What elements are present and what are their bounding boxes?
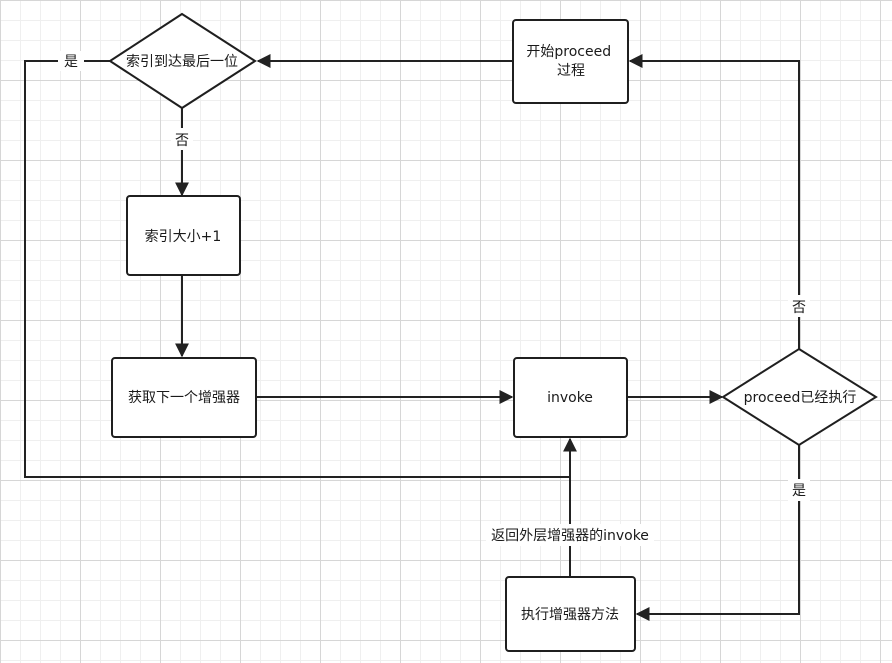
edge-label-return-outer: 返回外层增强器的invoke (486, 524, 654, 546)
node-run-enhancer-label: 执行增强器方法 (521, 607, 619, 623)
edge-label-last-yes-text: 是 (64, 54, 78, 70)
node-increment-label: 索引大小+1 (145, 228, 222, 245)
edge-label-last-no: 否 (171, 128, 193, 150)
edge-check-last-yes-loop (24, 60, 570, 478)
edge-executed-yes-to-run (635, 445, 800, 621)
edge-label-executed-yes-text: 是 (792, 483, 806, 499)
node-start-line-1: 开始proceed (526, 44, 611, 60)
node-check-last-label: 索引到达最后一位 (126, 53, 238, 70)
node-increment: 索引大小+1 (126, 195, 241, 276)
node-start: 开始proceed 过程 (512, 19, 629, 104)
edge-executed-no-to-start (628, 54, 800, 349)
edge-label-executed-yes: 是 (788, 479, 810, 501)
edge-label-executed-no-text: 否 (792, 300, 806, 316)
node-next-enhancer: 获取下一个增强器 (111, 357, 257, 438)
edge-label-last-no-text: 否 (175, 133, 189, 149)
edge-label-return-outer-text: 返回外层增强器的invoke (491, 528, 649, 544)
node-invoke: invoke (513, 357, 628, 438)
node-check-last: 索引到达最后一位 (108, 12, 257, 110)
node-next-enhancer-label: 获取下一个增强器 (128, 390, 240, 406)
edge-label-last-yes: 是 (58, 51, 84, 71)
node-check-executed: proceed已经执行 (721, 347, 878, 447)
node-run-enhancer: 执行增强器方法 (505, 576, 636, 652)
node-check-executed-label: proceed已经执行 (744, 390, 857, 406)
node-start-line-2: 过程 (557, 63, 585, 79)
edge-label-executed-no: 否 (788, 295, 810, 317)
svg-text:开始proceed 过程: 开始proceed 过程 (526, 44, 615, 79)
node-invoke-label: invoke (547, 390, 593, 406)
